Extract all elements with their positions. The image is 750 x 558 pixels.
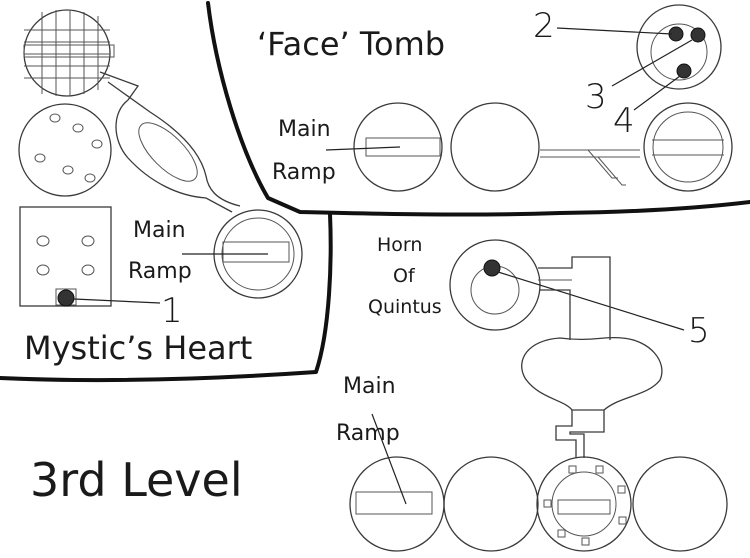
marker-2-pointer	[556, 27, 673, 35]
mystics-heart-label: Mystic’s Heart	[24, 329, 252, 367]
face-tomb-label: ‘Face’ Tomb	[257, 25, 445, 63]
horn-label-line-1: Horn	[377, 234, 422, 256]
main-ramp-tomb	[365, 137, 441, 157]
main-ramp-south-label-1: Main	[343, 374, 396, 399]
horn-passage-inner	[540, 289, 571, 340]
bottom-room-row	[349, 413, 728, 552]
main-ramp-tomb-pointer	[325, 146, 401, 151]
main-ramp-south	[355, 491, 433, 515]
tomb-room-east	[643, 102, 733, 192]
wall-boundary-face-tomb	[206, 1, 750, 217]
horn-label-line-3: Quintus	[368, 296, 442, 318]
marker-4-dot	[676, 63, 692, 79]
horn-of-quintus-area	[449, 239, 685, 458]
marker-1-pointer	[73, 298, 161, 304]
marker-3-pointer	[611, 39, 693, 87]
marker-4-label: 4	[613, 101, 635, 141]
wall-boundary-mystics-heart	[0, 212, 333, 382]
bottom-room-2	[443, 456, 539, 552]
main-ramp-west	[222, 241, 290, 263]
face-room	[636, 4, 722, 90]
main-ramp-south-label-2: Ramp	[336, 421, 400, 446]
marker-3-dot	[690, 27, 706, 43]
bottom-room-4	[632, 456, 728, 552]
main-ramp-tomb-label-1: Main	[278, 117, 331, 142]
spotted-room	[18, 103, 112, 197]
marker-3-label: 3	[585, 77, 607, 117]
main-ramp-west-label-2: Ramp	[128, 259, 192, 284]
marker-1-dot	[57, 289, 75, 307]
grid-room	[23, 9, 111, 97]
corridor-inner-loop	[138, 122, 198, 182]
marker-5-pointer	[497, 271, 685, 331]
grid-lines	[23, 10, 115, 96]
bottom-ramp-room	[349, 456, 445, 552]
marker-1-label: 1	[161, 291, 183, 331]
winding-corridor-outer	[99, 71, 233, 213]
tomb-ramp-room	[353, 102, 443, 192]
main-ramp-south-pointer	[371, 413, 407, 505]
square-room-spots	[36, 235, 95, 276]
level-title: 3rd Level	[30, 453, 243, 507]
spotted-room-spots	[34, 113, 103, 183]
blob-cavern	[521, 336, 663, 411]
mystics-heart-area	[18, 9, 303, 307]
bottom-room-3-pillars	[543, 465, 627, 546]
horn-room	[449, 239, 541, 331]
main-ramp-west-label-1: Main	[133, 218, 186, 243]
tomb-room-middle	[450, 102, 540, 192]
bottom-room-3	[536, 456, 632, 552]
marker-5-label: 5	[688, 311, 710, 351]
horn-passage-outer	[538, 256, 611, 340]
marker-2-label: 2	[533, 6, 555, 46]
main-ramp-tomb-label-2: Ramp	[272, 160, 336, 185]
marker-5-dot	[483, 259, 501, 277]
tomb-connector-corridor	[540, 149, 640, 186]
horn-label-line-2: Of	[393, 265, 416, 287]
winding-corridor-inner	[107, 81, 241, 207]
marker-4-pointer	[633, 75, 681, 111]
face-tomb-area	[325, 4, 733, 192]
zigzag-corridor	[555, 410, 605, 458]
